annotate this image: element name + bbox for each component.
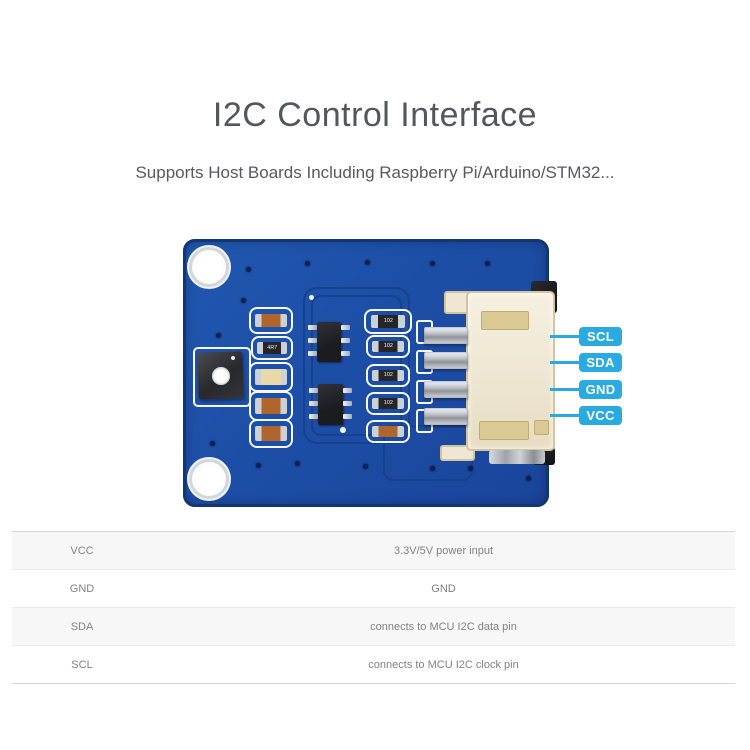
connector-pin-gnd <box>424 381 468 398</box>
via <box>256 463 261 468</box>
sensor-port-hole <box>212 367 230 385</box>
via <box>485 261 490 266</box>
solder-joints <box>489 450 545 464</box>
connector-pin-vcc <box>424 408 468 425</box>
resistor <box>366 420 410 443</box>
pin-name-cell: SCL <box>71 658 93 671</box>
pin-desc-cell: connects to MCU I2C clock pin <box>368 658 519 671</box>
resistor: 102 <box>366 335 410 358</box>
leader-line-vcc <box>550 414 580 417</box>
connector-slot <box>481 311 529 330</box>
sensor-pin1-dot <box>231 356 235 360</box>
silkscreen-dot <box>340 427 346 433</box>
resistor-code: 102 <box>383 400 393 407</box>
connector-slot <box>479 421 529 440</box>
table-row: VCC 3.3V/5V power input <box>12 532 735 569</box>
page-title: I2C Control Interface <box>212 96 538 134</box>
resistor <box>249 307 293 334</box>
via <box>526 476 531 481</box>
pcb-module-image: 4R7 102 <box>183 239 557 507</box>
pin-name-cell: VCC <box>70 544 94 557</box>
leader-line-sda <box>550 361 580 364</box>
via <box>216 333 221 338</box>
resistor-code: 102 <box>383 343 393 350</box>
pin-desc-cell: 3.3V/5V power input <box>393 544 494 557</box>
pin-description-table: VCC 3.3V/5V power input GND GND SDA conn… <box>12 531 735 684</box>
pin-name-cell: GND <box>69 582 95 595</box>
via <box>295 461 300 466</box>
resistor: 102 <box>364 309 412 334</box>
pin-name-cell: SDA <box>70 620 94 633</box>
via <box>241 298 246 303</box>
table-row: SCL connects to MCU I2C clock pin <box>12 645 735 683</box>
pin-label-gnd: GND <box>579 380 622 399</box>
connector-pin-scl <box>424 327 468 344</box>
resistor <box>249 419 293 448</box>
leader-line-scl <box>550 335 580 338</box>
leader-line-gnd <box>550 388 580 391</box>
table-row: SDA connects to MCU I2C data pin <box>12 607 735 645</box>
pin-label-sda: SDA <box>579 353 622 372</box>
via <box>430 466 435 471</box>
resistor: 102 <box>366 392 410 415</box>
connector-slot <box>534 420 549 435</box>
resistor <box>249 391 293 421</box>
mounting-hole <box>189 459 229 499</box>
via <box>210 441 215 446</box>
resistor: 102 <box>366 364 410 387</box>
via <box>305 261 310 266</box>
resistor-code: 102 <box>383 372 393 379</box>
via <box>365 260 370 265</box>
resistor-code: 4R7 <box>266 344 278 351</box>
via <box>430 261 435 266</box>
mounting-hole <box>189 247 229 287</box>
silkscreen-dot <box>309 295 314 300</box>
via <box>363 464 368 469</box>
capacitor <box>249 362 293 392</box>
page-subtitle: Supports Host Boards Including Raspberry… <box>135 163 615 182</box>
table-row: GND GND <box>12 569 735 607</box>
pin-label-scl: SCL <box>579 327 622 346</box>
via <box>468 466 473 471</box>
pin-desc-cell: GND <box>431 582 456 595</box>
pin-label-vcc: VCC <box>579 406 622 425</box>
connector-pin-sda <box>424 352 468 369</box>
pcb-trace <box>303 287 410 444</box>
via <box>246 267 251 272</box>
resistor-code: 102 <box>383 318 393 325</box>
pin-desc-cell: connects to MCU I2C data pin <box>370 620 517 633</box>
resistor: 4R7 <box>251 336 293 360</box>
